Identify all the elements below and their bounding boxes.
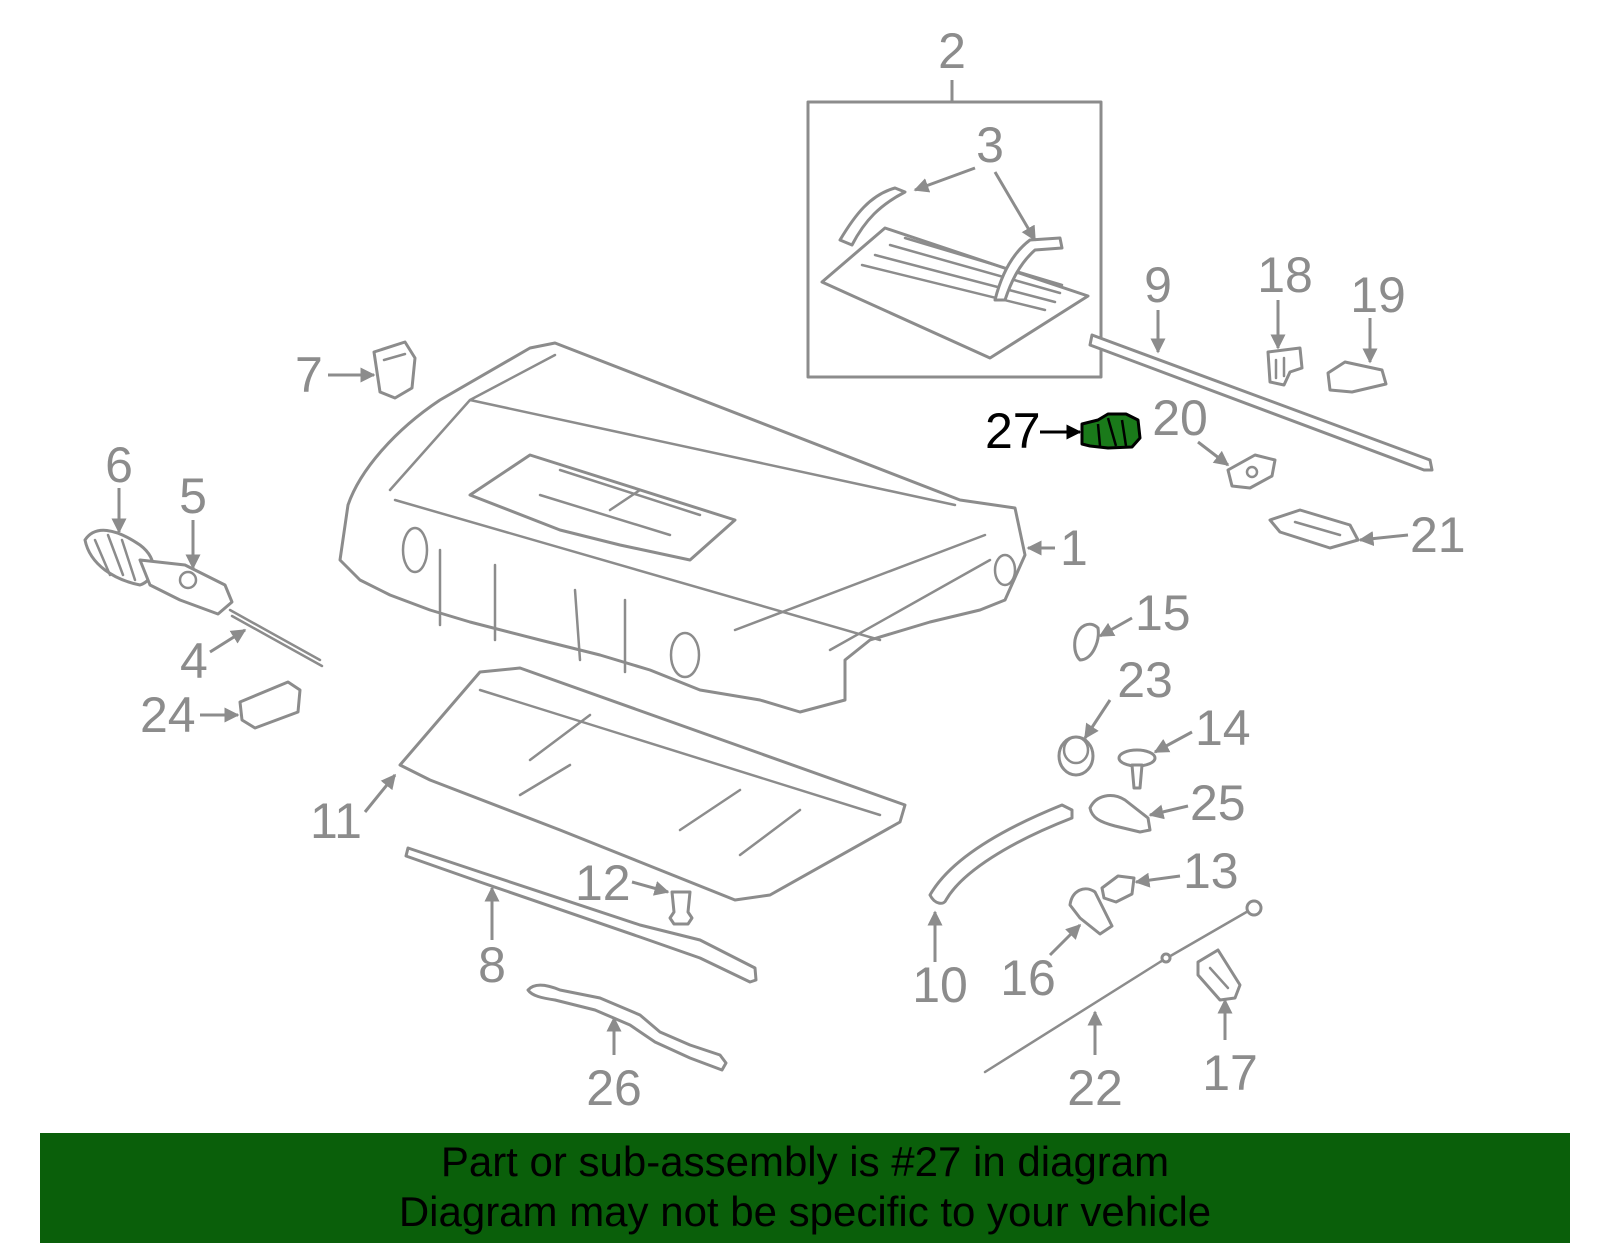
callout-9: 9 [1144,257,1172,313]
part-15-clip [1073,622,1100,662]
part-1-hood [338,341,1027,714]
callout-20: 20 [1152,390,1208,446]
leader-23 [1083,699,1112,740]
leader-20 [1197,440,1230,467]
callout-11: 11 [310,793,362,849]
callout-2: 2 [938,23,966,79]
leader-21 [1358,531,1409,547]
leader-11 [363,773,397,813]
callout-23: 23 [1117,652,1173,708]
part-4-rod [228,608,324,668]
part-18-clip [1266,346,1304,387]
leader-3a [913,166,976,193]
part-16-elbow [1068,887,1114,936]
callout-18: 18 [1257,247,1313,303]
callout-19: 19 [1350,267,1406,323]
part-2-inset [806,100,1103,379]
callout-labels: 2 3 1 7 6 5 4 24 11 8 12 26 9 18 19 20 2… [105,23,1466,1116]
callout-3: 3 [976,117,1004,173]
leader-13 [1134,872,1181,888]
part-19-clip [1326,360,1388,394]
part-26-seal [526,983,728,1072]
banner-disclaimer-line: Diagram may not be specific to your vehi… [398,1188,1212,1235]
callout-27: 27 [985,403,1041,459]
part-7-bumper [372,340,417,400]
callout-4: 4 [180,633,208,689]
part-5-hinge [138,558,234,616]
callout-10: 10 [912,957,968,1013]
part-11-insulator [398,666,907,902]
part-10-seal [928,803,1074,905]
part-25-cap [1088,794,1152,834]
part-6-spring [83,528,155,587]
banner-part-line: Part or sub-assembly is #27 in diagram [440,1138,1170,1185]
callout-13: 13 [1183,843,1239,899]
callout-24: 24 [140,687,196,743]
part-23-grommet [1057,735,1095,777]
callout-21: 21 [1410,507,1466,563]
part-20-bracket [1226,453,1277,490]
callout-16: 16 [1000,950,1056,1006]
leader-4 [209,628,247,654]
leader-3b [993,171,1037,242]
callout-15: 15 [1135,585,1191,641]
part-27-highlighted[interactable] [1080,412,1142,450]
leader-25 [1148,804,1189,820]
part-22-cable [983,899,1263,1074]
callout-7: 7 [295,347,323,403]
callout-14: 14 [1195,700,1251,756]
part-14-clip [1117,748,1157,790]
leader-16 [1048,923,1082,957]
part-24-block [238,680,302,730]
part-9-strip [1088,333,1434,472]
callout-22: 22 [1067,1060,1123,1116]
part-21-latch [1268,508,1360,550]
parts-diagram: 2 3 1 7 6 5 4 24 11 8 12 26 9 18 19 20 2… [83,23,1466,1116]
callout-5: 5 [179,468,207,524]
part-13-block [1100,874,1136,904]
leader-lines [111,80,1409,1055]
part-12-clip [668,890,694,926]
part-8-seal [404,846,758,984]
leader-15 [1098,616,1133,638]
callout-12: 12 [575,855,631,911]
callout-6: 6 [105,437,133,493]
callout-26: 26 [586,1060,642,1116]
callout-17: 17 [1202,1045,1258,1101]
callout-25: 25 [1190,775,1246,831]
callout-8: 8 [478,937,506,993]
leader-14 [1153,730,1193,754]
leader-12 [631,880,670,896]
info-banner: Part or sub-assembly is #27 in diagram D… [40,1133,1570,1243]
part-17-bracket [1196,948,1242,1002]
callout-1: 1 [1060,520,1088,576]
